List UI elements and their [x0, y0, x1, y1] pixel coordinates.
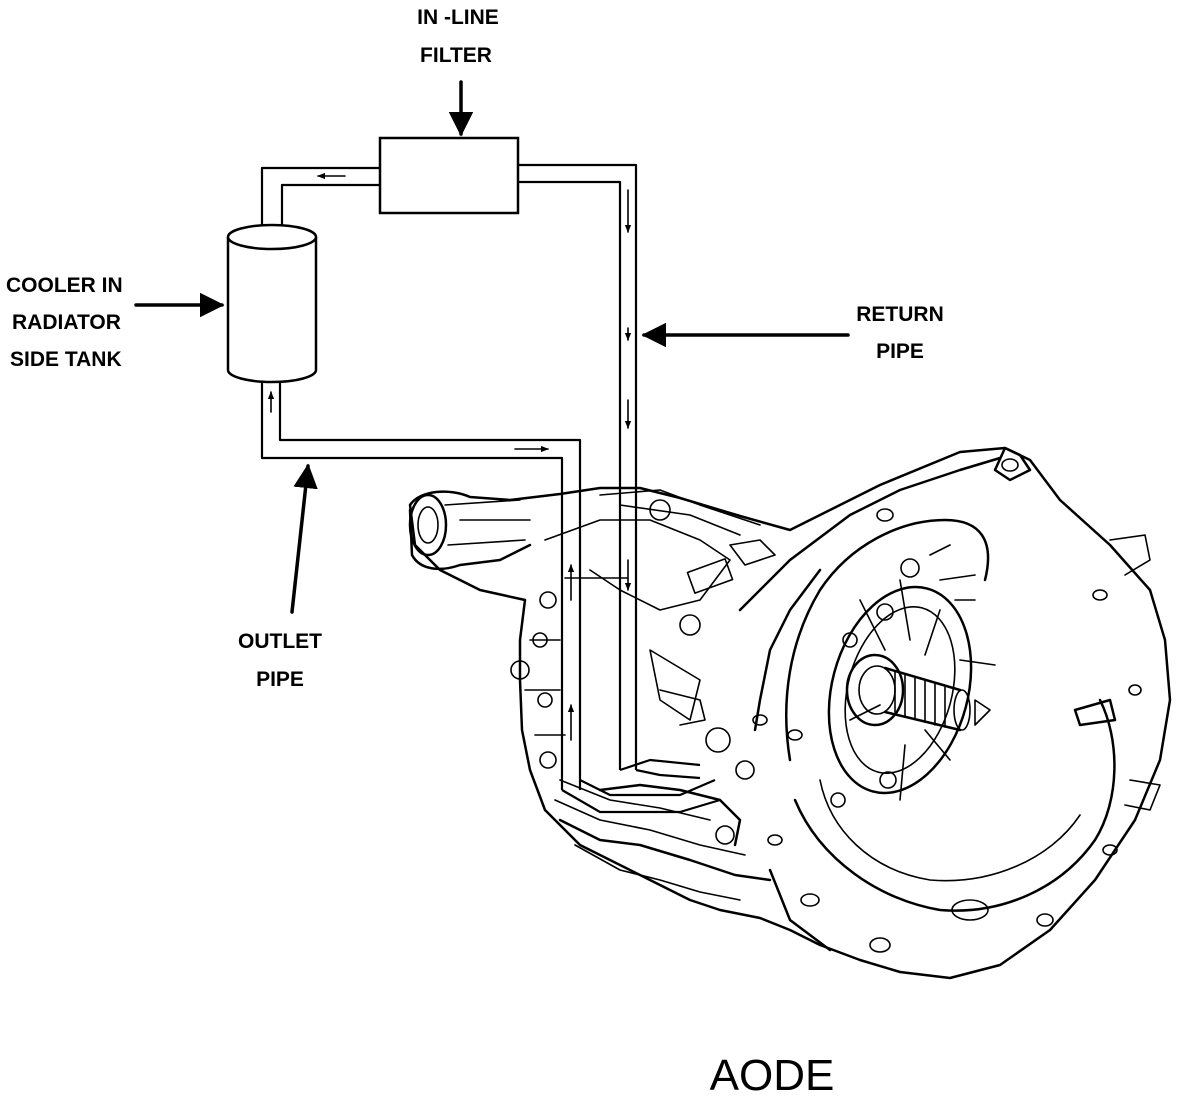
filter-label-line1: IN -LINE — [417, 6, 499, 29]
transmission-illustration — [408, 446, 1172, 980]
outlet-label-line1: OUTLET — [238, 630, 322, 653]
return-label-line1: RETURN — [856, 303, 944, 326]
outlet-pipe — [260, 382, 582, 790]
cooler-label-line1: COOLER IN — [6, 274, 123, 297]
cooler-label-line3: SIDE TANK — [10, 348, 122, 371]
outlet-label-line2: PIPE — [256, 668, 304, 691]
model-label: AODE — [710, 1051, 835, 1098]
inline-filter-box — [378, 136, 520, 215]
cooler-cylinder — [226, 223, 318, 384]
return-pipe — [518, 163, 638, 770]
outlet-callout-arrow — [290, 463, 318, 614]
return-label-line2: PIPE — [876, 340, 924, 363]
filter-label-line2: FILTER — [420, 44, 492, 67]
cooler-label-line2: RADIATOR — [12, 311, 121, 334]
cooler-to-filter-pipe — [260, 166, 380, 226]
